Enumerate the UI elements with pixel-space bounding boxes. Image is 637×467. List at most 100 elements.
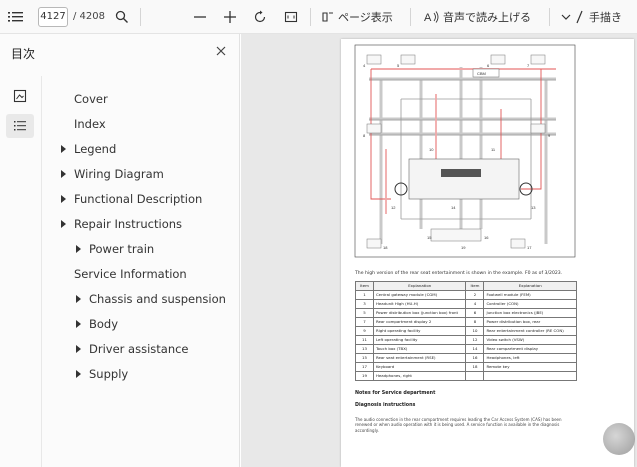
table-header: Explanation bbox=[372, 281, 467, 291]
zoom-out-button[interactable] bbox=[193, 0, 207, 34]
document-viewer[interactable]: CBM 4 5 6 7 8 9 10 11 bbox=[241, 34, 637, 467]
table-cell: 9 bbox=[355, 326, 374, 336]
toc-item-legend[interactable]: Legend bbox=[61, 142, 116, 156]
table-cell: Headphones, right bbox=[372, 371, 467, 381]
toc-item-service-information[interactable]: Service Information bbox=[74, 267, 187, 281]
toc-item-index[interactable]: Index bbox=[74, 117, 106, 131]
read-aloud-label: 音声で読み上げる bbox=[443, 10, 531, 24]
toc-item-label: Supply bbox=[89, 367, 129, 381]
table-cell: 13 bbox=[355, 344, 374, 354]
caret-right-icon[interactable] bbox=[61, 145, 66, 153]
caret-right-icon[interactable] bbox=[61, 170, 66, 178]
diagram-box-label: CBM bbox=[477, 71, 486, 76]
table-cell: 4 bbox=[465, 299, 485, 309]
toc-item-driver-assistance[interactable]: Driver assistance bbox=[76, 342, 189, 356]
toc-item-repair-instructions[interactable]: Repair Instructions bbox=[61, 217, 182, 231]
table-cell: 5 bbox=[355, 308, 374, 318]
toc-item-label: Power train bbox=[89, 242, 155, 256]
diagram-label: 17 bbox=[527, 245, 532, 250]
chevron-down-icon bbox=[560, 11, 572, 23]
fit-page-icon bbox=[284, 10, 298, 24]
page-view-button[interactable]: ページ表示 bbox=[321, 0, 393, 34]
toc-item-body[interactable]: Body bbox=[76, 317, 118, 331]
close-sidebar-button[interactable] bbox=[214, 44, 228, 58]
diagram-label: 15 bbox=[427, 235, 432, 240]
page-view-icon bbox=[321, 10, 335, 24]
toolbar-divider bbox=[310, 8, 311, 26]
toc-item-power-train[interactable]: Power train bbox=[76, 242, 154, 256]
caret-right-icon[interactable] bbox=[76, 320, 81, 328]
table-cell: Central gateway module (CGM) bbox=[372, 290, 467, 300]
draw-button[interactable]: 手描き bbox=[560, 0, 622, 34]
toc-item-label: Repair Instructions bbox=[74, 217, 183, 231]
table-cell: Video switch (VSW) bbox=[483, 335, 577, 345]
toolbar-divider bbox=[549, 8, 550, 26]
page-number-input[interactable]: 4127 bbox=[38, 6, 68, 27]
toc-item-supply[interactable]: Supply bbox=[76, 367, 128, 381]
toolbar-divider bbox=[140, 8, 141, 26]
floating-action-button[interactable] bbox=[603, 423, 635, 455]
caret-right-icon[interactable] bbox=[61, 220, 66, 228]
wiring-diagram: CBM 4 5 6 7 8 9 10 11 bbox=[354, 44, 576, 258]
diagram-label: 16 bbox=[484, 235, 489, 240]
page-view-label: ページ表示 bbox=[338, 10, 393, 24]
search-icon bbox=[115, 10, 129, 24]
diagram-components bbox=[366, 54, 546, 249]
zoom-in-button[interactable] bbox=[223, 0, 237, 34]
table-cell: 10 bbox=[465, 326, 485, 336]
diagram-label: 19 bbox=[461, 245, 466, 250]
notes-heading: Notes for Service department bbox=[355, 391, 436, 396]
search-button[interactable] bbox=[115, 0, 129, 34]
table-cell: Controller (CON) bbox=[483, 299, 577, 309]
sidebar-title: 目次 bbox=[11, 47, 36, 61]
table-cell: Left operating facility bbox=[372, 335, 467, 345]
table-cell: Remote key bbox=[483, 362, 577, 372]
caret-right-icon[interactable] bbox=[76, 245, 81, 253]
toc-item-label: Chassis and suspension bbox=[89, 292, 226, 306]
table-cell: 16 bbox=[465, 353, 485, 363]
diagram-label: 10 bbox=[429, 147, 434, 152]
diagram-label: 13 bbox=[531, 205, 536, 210]
rotate-button[interactable] bbox=[253, 0, 267, 34]
toc-item-label: Functional Description bbox=[74, 192, 203, 206]
toc-item-label: Body bbox=[89, 317, 119, 331]
caret-right-icon[interactable] bbox=[76, 295, 81, 303]
toolbar: 4127 / 4208 ページ表示 A 音声で読み上げる 手描き bbox=[0, 0, 637, 34]
close-icon bbox=[215, 45, 227, 57]
caret-right-icon[interactable] bbox=[76, 345, 81, 353]
table-cell: Footwell module (FEM) bbox=[483, 290, 577, 300]
fit-page-button[interactable] bbox=[284, 0, 298, 34]
toc-item-wiring-diagram[interactable]: Wiring Diagram bbox=[61, 167, 164, 181]
toc-tab[interactable] bbox=[6, 114, 34, 138]
caret-right-icon[interactable] bbox=[61, 195, 66, 203]
table-cell bbox=[483, 371, 577, 381]
table-cell: 2 bbox=[465, 290, 485, 300]
table-cell: Headunit High (HU-H) bbox=[372, 299, 467, 309]
toc-item-cover[interactable]: Cover bbox=[74, 92, 108, 106]
toc-item-label: Driver assistance bbox=[89, 342, 189, 356]
page-total: / 4208 bbox=[73, 11, 105, 22]
diagram-label: 5 bbox=[397, 63, 400, 68]
thumbnails-tab[interactable] bbox=[6, 84, 34, 108]
table-cell: 12 bbox=[465, 335, 485, 345]
toc-item-functional-description[interactable]: Functional Description bbox=[61, 192, 202, 206]
diagram-label: 9 bbox=[548, 133, 551, 138]
table-header: Item bbox=[465, 281, 485, 291]
table-cell: Rear compartment display 2 bbox=[372, 317, 467, 327]
diagram-label: 6 bbox=[487, 63, 490, 68]
toc-toggle-button[interactable] bbox=[8, 0, 24, 34]
caret-right-icon[interactable] bbox=[76, 370, 81, 378]
table-cell: 11 bbox=[355, 335, 374, 345]
svg-text:A: A bbox=[424, 12, 432, 24]
toc-item-chassis-and-suspension[interactable]: Chassis and suspension bbox=[76, 292, 226, 306]
diagram-label: 4 bbox=[363, 63, 366, 68]
diagnosis-heading: Diagnosis instructions bbox=[355, 403, 416, 408]
read-aloud-button[interactable]: A 音声で読み上げる bbox=[424, 0, 531, 34]
diagram-label: 12 bbox=[391, 205, 396, 210]
table-cell: 17 bbox=[355, 362, 374, 372]
